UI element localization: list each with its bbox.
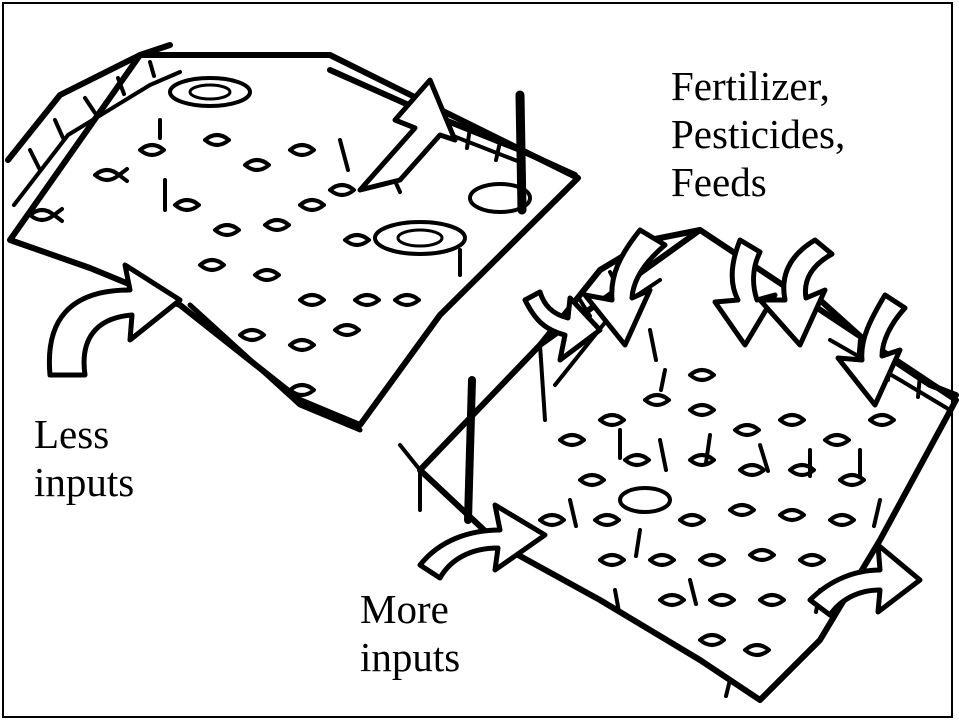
low-input-pond	[8, 45, 578, 430]
label-line-inputs: inputs	[34, 458, 134, 506]
less-inputs-label: Less inputs	[34, 410, 134, 506]
input-arrow	[585, 230, 905, 405]
more-inputs-label: More inputs	[360, 585, 460, 681]
label-line-more: More	[360, 585, 460, 633]
input-arrow	[49, 265, 180, 375]
label-line-less: Less	[34, 410, 134, 458]
label-line-fertilizer: Fertilizer,	[671, 62, 845, 110]
input-arrow	[420, 292, 920, 615]
inputs-list-label: Fertilizer, Pesticides, Feeds	[671, 62, 845, 206]
high-input-pond	[400, 230, 956, 700]
label-line-pesticides: Pesticides,	[671, 110, 845, 158]
label-line-feeds: Feeds	[671, 158, 845, 206]
label-line-inputs: inputs	[360, 633, 460, 681]
